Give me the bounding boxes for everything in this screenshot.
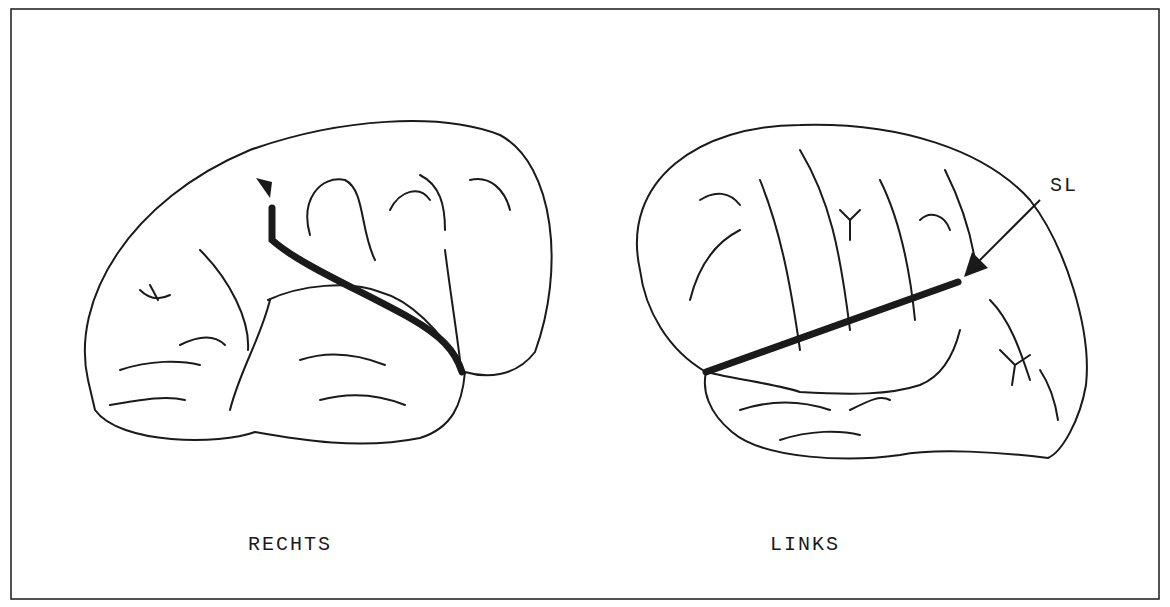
frame <box>11 9 1159 599</box>
hemisphere-label: RECHTS <box>248 535 332 555</box>
marker-head <box>256 178 272 198</box>
left-hemisphere <box>637 125 1087 459</box>
sylvian-fissure <box>272 208 462 372</box>
sylvian-fissure <box>706 282 958 372</box>
hemisphere-label: LINKS <box>770 535 840 555</box>
callout-label: SL <box>1050 176 1078 196</box>
leader-line <box>978 200 1040 262</box>
right-hemisphere <box>85 121 552 443</box>
arrow-head <box>964 252 988 277</box>
